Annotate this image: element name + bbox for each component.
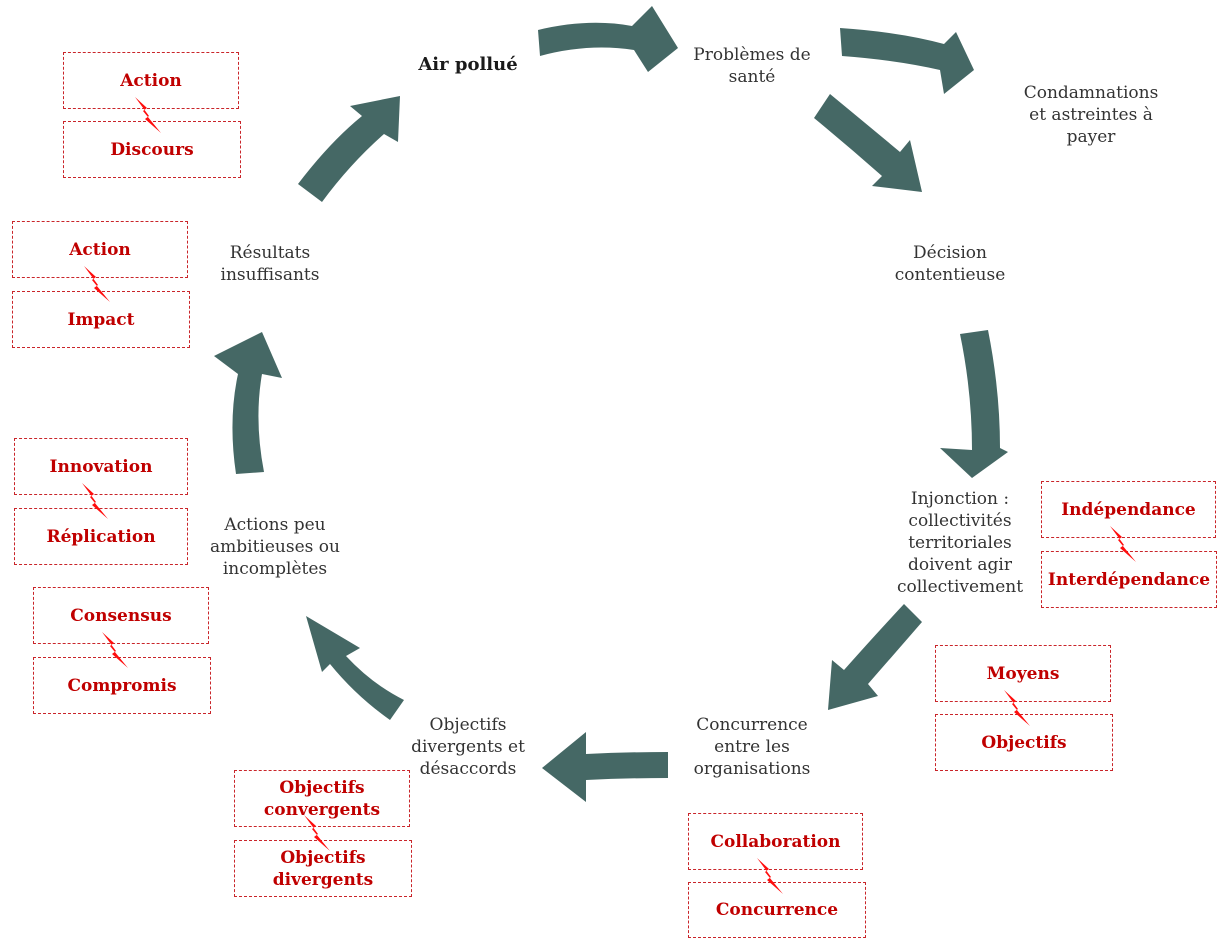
lightning-bolt-icon bbox=[1110, 526, 1136, 562]
arrow-resultats-to-air bbox=[298, 96, 400, 202]
cycle-node-resultats-insuffisants: Résultats insuffisants bbox=[220, 243, 320, 285]
arrow-injonction-to-concurrence bbox=[828, 604, 922, 710]
lightning-bolt-icon bbox=[135, 97, 161, 133]
tension-consensus-top: Consensus bbox=[33, 587, 209, 644]
arrow-sante-to-decision bbox=[814, 94, 922, 192]
lightning-bolt-icon bbox=[1004, 690, 1030, 726]
cycle-node-objectifs-divergents: Objectifs divergents et désaccords bbox=[411, 715, 525, 779]
tension-discours-bottom: Discours bbox=[63, 121, 241, 178]
arrow-concurrence-to-objectifs bbox=[542, 732, 668, 802]
arrow-decision-to-injonction bbox=[940, 330, 1008, 478]
lightning-bolt-icon bbox=[757, 858, 783, 894]
tension-objectifs-convergents-top: Objectifs convergents bbox=[234, 770, 410, 827]
cycle-node-decision-contentieuse: Décision contentieuse bbox=[894, 243, 1006, 285]
arrow-sante-to-condamnations bbox=[840, 28, 974, 94]
tension-action-top: Action bbox=[12, 221, 188, 278]
tension-objectifs-bottom: Objectifs bbox=[935, 714, 1113, 771]
lightning-bolt-icon bbox=[304, 815, 330, 851]
tension-action-top: Action bbox=[63, 52, 239, 109]
tension-compromis-bottom: Compromis bbox=[33, 657, 211, 714]
tension-objectifs-divergents-bottom: Objectifs divergents bbox=[234, 840, 412, 897]
cycle-node-air-pollue: Air pollué bbox=[418, 54, 518, 75]
cycle-node-injonction: Injonction : collectivités territoriales… bbox=[896, 489, 1024, 597]
lightning-bolt-icon bbox=[82, 483, 108, 519]
tension-replication-bottom: Réplication bbox=[14, 508, 188, 565]
cycle-node-condamnations: Condamnations et astreintes à payer bbox=[1023, 83, 1159, 147]
lightning-bolt-icon bbox=[84, 266, 110, 302]
tension-collaboration-top: Collaboration bbox=[688, 813, 863, 870]
tension-innovation-top: Innovation bbox=[14, 438, 188, 495]
tension-independance-top: Indépendance bbox=[1041, 481, 1216, 538]
cycle-node-problemes-sante: Problèmes de santé bbox=[693, 45, 811, 87]
arrow-actions-to-resultats bbox=[214, 332, 282, 474]
lightning-bolt-icon bbox=[102, 632, 128, 668]
tension-moyens-top: Moyens bbox=[935, 645, 1111, 702]
arrow-air-to-sante bbox=[538, 6, 678, 72]
cycle-node-concurrence: Concurrence entre les organisations bbox=[693, 715, 811, 779]
cycle-node-actions-peu-ambitieuses: Actions peu ambitieuses ou incomplètes bbox=[210, 515, 340, 579]
tension-interdependance-bottom: Interdépendance bbox=[1041, 551, 1217, 608]
arrow-objectifs-to-actions bbox=[306, 616, 404, 720]
